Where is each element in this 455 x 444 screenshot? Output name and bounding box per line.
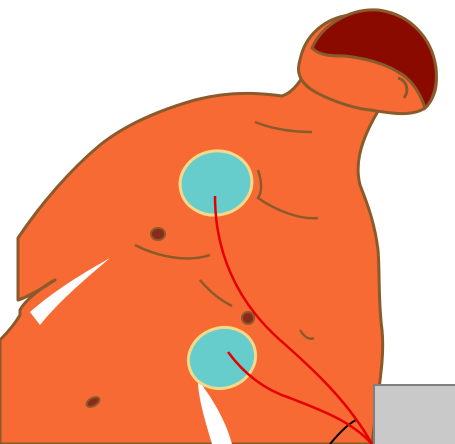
aed-device <box>374 385 455 444</box>
nipple <box>151 228 165 240</box>
nipple <box>242 312 254 324</box>
